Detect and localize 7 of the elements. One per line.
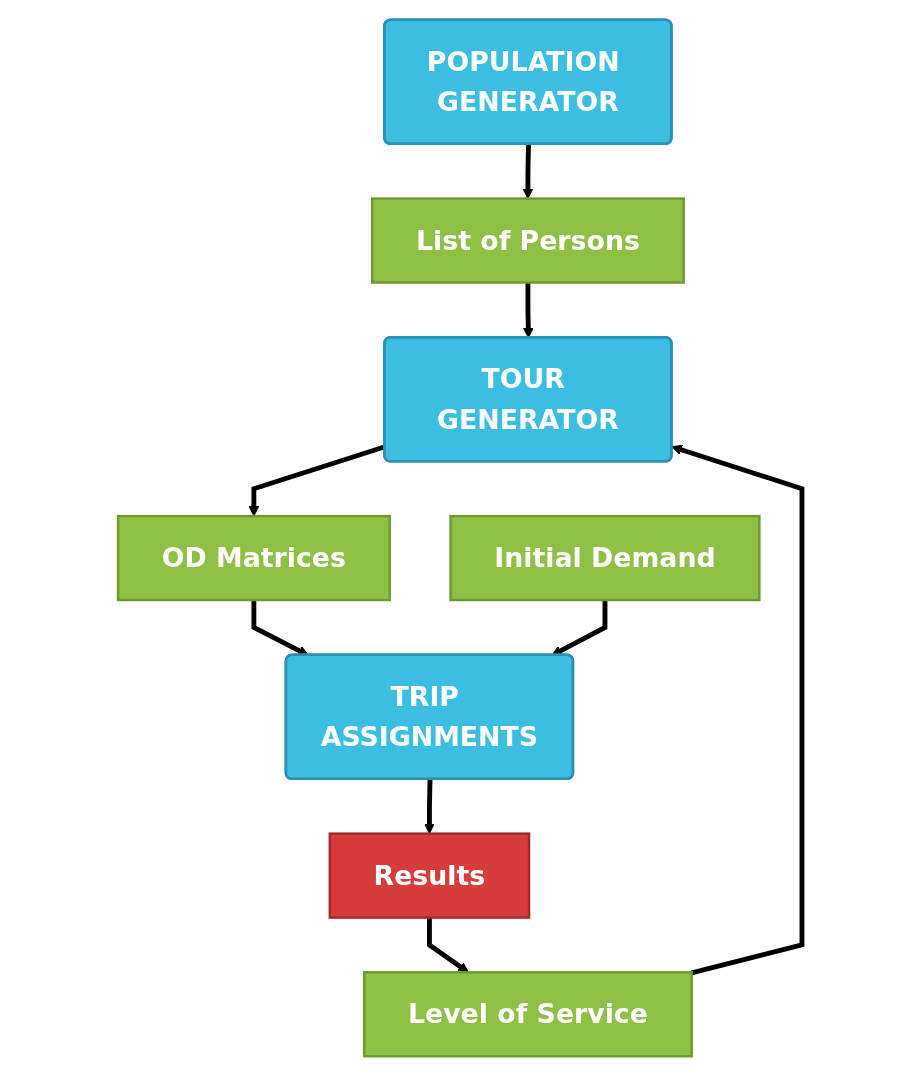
node-box: Level of Service	[362, 971, 693, 1058]
node-box: Results	[328, 832, 531, 919]
arrow	[427, 917, 469, 973]
node-box: List of Persons	[370, 197, 685, 284]
node-box: OD Matrices	[116, 514, 391, 602]
arrow	[671, 444, 805, 976]
node-box: Initial Demand	[449, 514, 761, 602]
